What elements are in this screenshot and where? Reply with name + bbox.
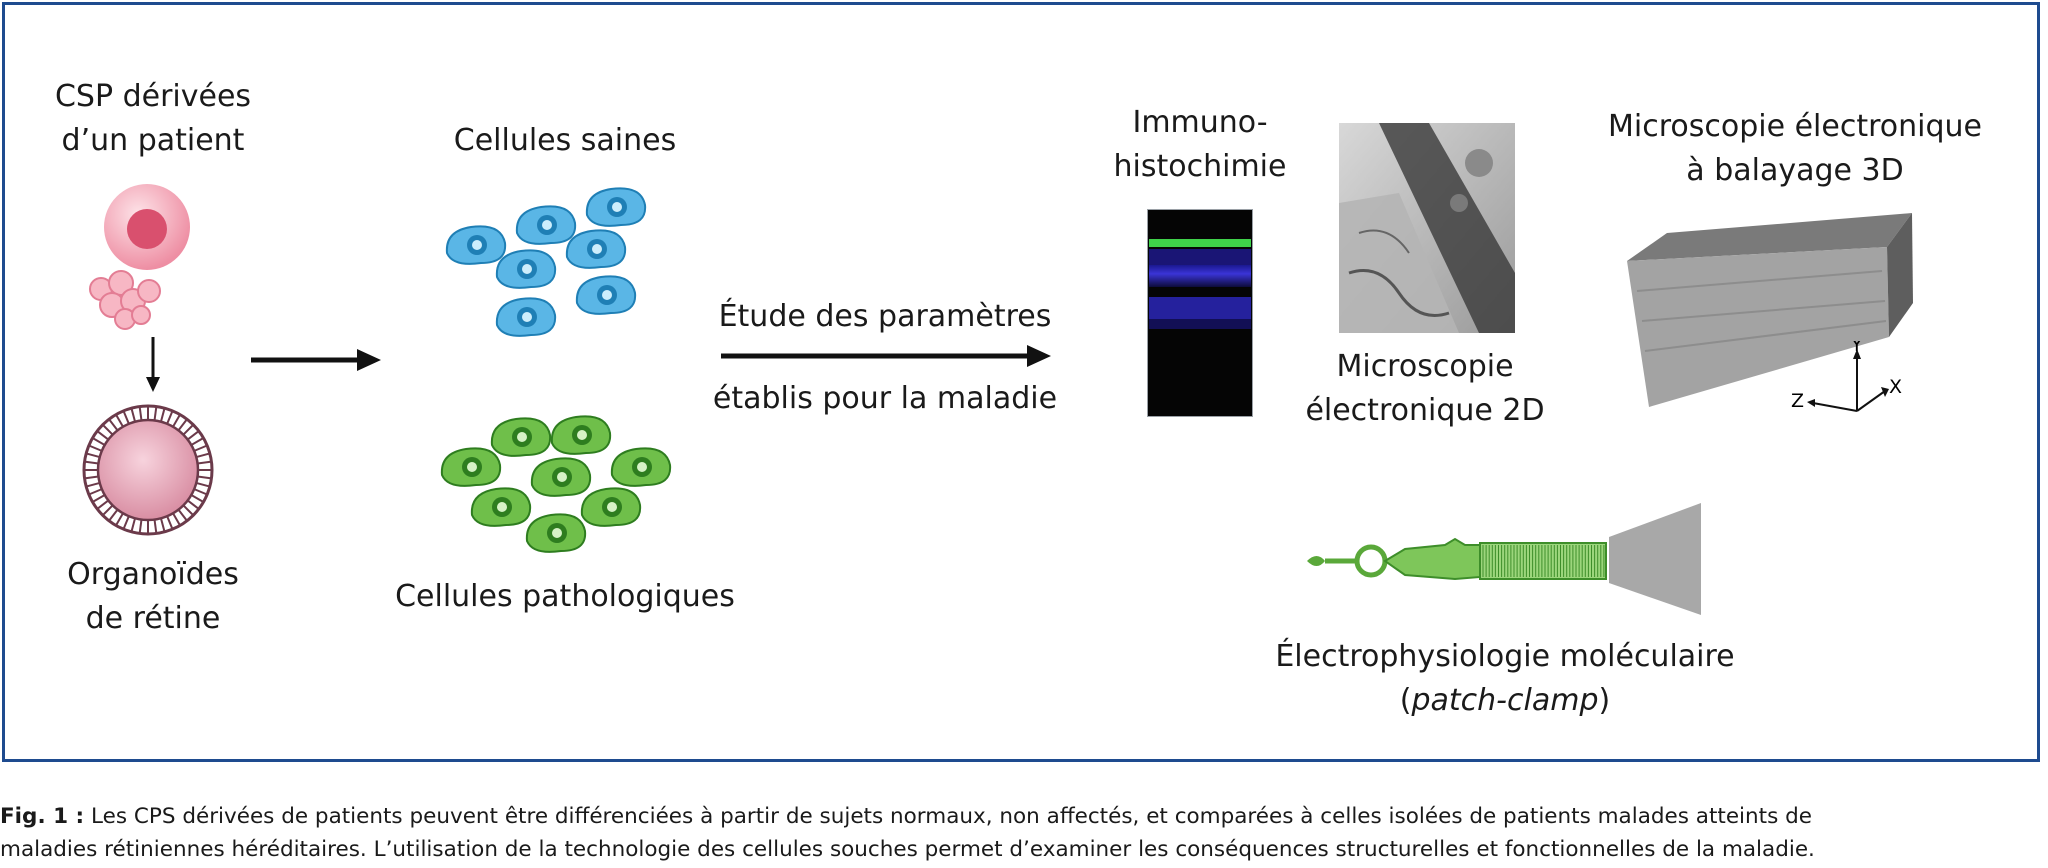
figure-caption: Fig. 1 : Les CPS dérivées de patients pe… xyxy=(0,800,2048,866)
healthy-cell xyxy=(515,205,577,245)
pathological-cell xyxy=(580,487,642,527)
pathological-cell xyxy=(490,417,552,457)
sem-3d-block-image xyxy=(1627,213,1913,407)
immunohistochemistry-image xyxy=(1147,209,1253,417)
stem-cell-icon xyxy=(89,184,190,330)
healthy-cell xyxy=(575,275,637,315)
down-arrow-icon xyxy=(146,337,160,392)
electron-micrograph-2d-image xyxy=(1339,123,1515,333)
patch-pipette-icon xyxy=(1609,503,1701,615)
pathological-cells-group xyxy=(440,415,672,553)
pathological-cell xyxy=(610,447,672,487)
healthy-cells-group xyxy=(445,187,647,337)
healthy-cell xyxy=(585,187,647,227)
healthy-cell xyxy=(565,229,627,269)
healthy-cell xyxy=(495,297,557,337)
ephys-label: Électrophysiologie moléculaire (patch-cl… xyxy=(1185,635,1825,723)
em2d-label: Microscopie électronique 2D xyxy=(1305,349,1545,428)
axis-x-label: X xyxy=(1889,376,1902,398)
xyz-axes-icon: Y X Z xyxy=(1791,341,1902,412)
figure-frame: CSP dérivées d’un patient xyxy=(2,2,2040,762)
pathological-cell xyxy=(525,513,587,553)
pathological-cell xyxy=(530,457,592,497)
study-label-bottom: établis pour la maladie xyxy=(712,381,1058,416)
axis-z-label: Z xyxy=(1791,390,1804,412)
caption-line-2: maladies rétiniennes héréditaires. L’uti… xyxy=(0,837,1815,862)
immuno-label: Immuno- histochimie xyxy=(1113,105,1287,184)
pathological-cell xyxy=(440,447,502,487)
organoid-label: Organoïdes de rétine xyxy=(67,557,239,636)
pathological-cells-label: Cellules pathologiques xyxy=(395,579,735,614)
arrow-study xyxy=(721,345,1051,367)
caption-line-1: Fig. 1 : Les CPS dérivées de patients pe… xyxy=(0,804,1812,829)
pathological-cell xyxy=(470,487,532,527)
photoreceptor-patch-clamp-icon xyxy=(1307,537,1607,581)
pathological-cell xyxy=(550,415,612,455)
sem3d-label: Microscopie électronique à balayage 3D xyxy=(1608,109,1982,188)
axis-y-label: Y xyxy=(1850,341,1863,356)
healthy-cell xyxy=(445,225,507,265)
study-label-top: Étude des paramètres xyxy=(718,299,1052,334)
retinal-organoid-icon xyxy=(82,404,214,536)
csp-label: CSP dérivées d’un patient xyxy=(54,79,252,158)
healthy-cells-label: Cellules saines xyxy=(453,123,677,158)
healthy-cell xyxy=(495,249,557,289)
ephys-technique-label: (patch-clamp) xyxy=(1399,683,1611,718)
arrow-differentiation xyxy=(251,349,381,371)
